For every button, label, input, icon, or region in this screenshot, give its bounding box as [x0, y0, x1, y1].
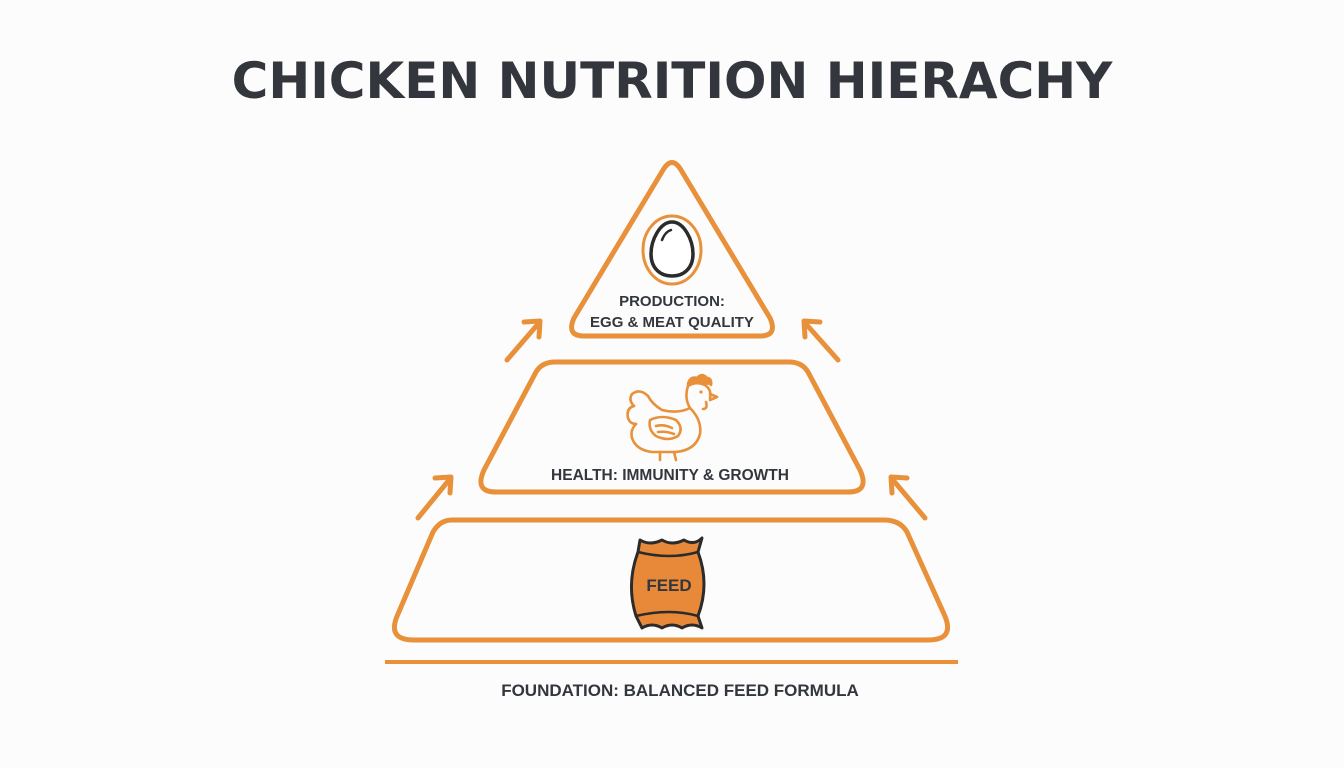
arrow-up-left-icon [888, 474, 928, 521]
feed-sack-label: FEED [646, 576, 691, 595]
feed-sack-icon [629, 536, 706, 630]
production-tier [569, 160, 775, 339]
health-label: HEALTH: IMMUNITY & GROWTH [551, 467, 789, 484]
chicken-icon [626, 373, 719, 462]
base-tier [392, 517, 950, 643]
production-label-line2: EGG & MEAT QUALITY [590, 314, 754, 331]
page-title: CHICKEN NUTRITION HIERACHY [231, 52, 1113, 110]
arrow-up-right-icon [415, 474, 454, 521]
egg-icon [641, 214, 703, 286]
foundation-label: FOUNDATION: BALANCED FEED FORMULA [501, 681, 859, 700]
health-tier [478, 359, 866, 495]
production-label-line1: PRODUCTION: [619, 293, 725, 310]
arrow-up-right-icon [504, 318, 543, 363]
arrow-up-left-icon [801, 318, 841, 363]
